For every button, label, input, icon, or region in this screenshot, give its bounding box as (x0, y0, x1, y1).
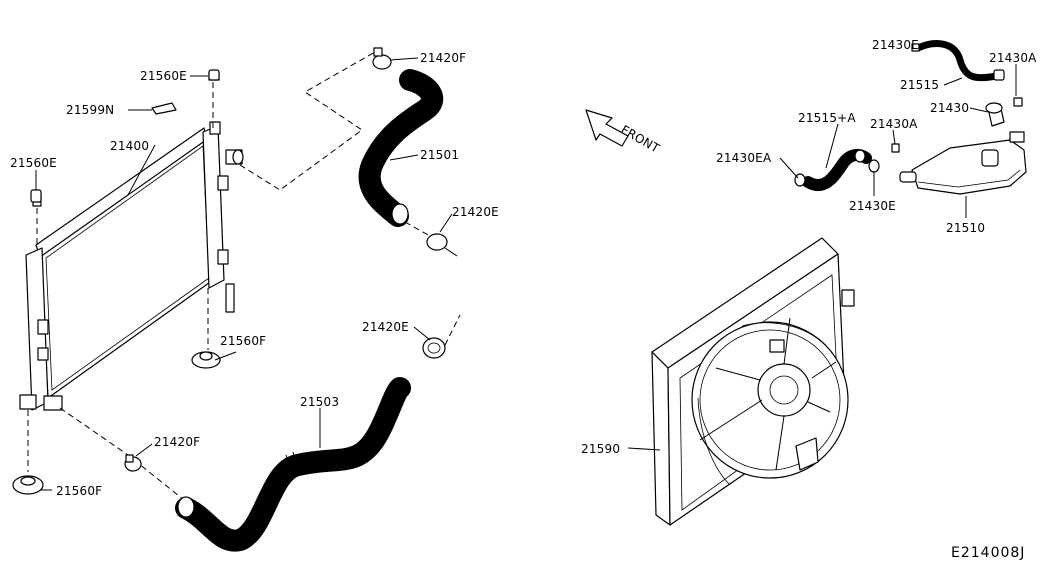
label-21515: 21515 (900, 78, 939, 92)
reservoir-hose-21515 (914, 40, 1005, 82)
reservoir-hose-21515A (802, 148, 872, 191)
clip-21430A-mid (891, 143, 900, 153)
label-21503: 21503 (300, 395, 339, 409)
clamp-21420E-lower (422, 337, 446, 359)
upper-hose-21501 (358, 69, 444, 227)
leader-lines (35, 46, 1017, 491)
fan-shroud-21590 (651, 237, 855, 526)
reservoir-cap-21430 (985, 102, 1005, 127)
label-21515A: 21515+A (798, 111, 856, 125)
clamp-21420E-upper (426, 233, 458, 257)
label-21430A-right: 21430A (989, 51, 1037, 65)
label-21400: 21400 (110, 139, 149, 153)
callout-labels: 21560E 21599N 21400 21560E 21560F 21560F… (10, 38, 1037, 561)
clip-21430A-right (1013, 97, 1023, 107)
label-21430A-mid: 21430A (870, 117, 918, 131)
seal-21599N (151, 102, 177, 115)
label-21590: 21590 (581, 442, 620, 456)
label-21560F-mid: 21560F (220, 334, 266, 348)
clamp-21420F-bottom (124, 454, 142, 472)
lower-hose-21503 (175, 377, 411, 552)
label-21430: 21430 (930, 101, 969, 115)
clamp-21430E-top (911, 43, 920, 52)
label-21599N: 21599N (66, 103, 114, 117)
label-21430EA: 21430EA (716, 151, 772, 165)
label-21420F-bottom: 21420F (154, 435, 200, 449)
label-21420E-upper: 21420E (452, 205, 499, 219)
label-21420F-top: 21420F (420, 51, 466, 65)
label-21560E-left: 21560E (10, 156, 57, 170)
clamp-21430E-mid (868, 159, 880, 173)
clamp-21420F-top (372, 47, 392, 70)
label-21420E-lower: 21420E (362, 320, 409, 334)
reservoir-tank-21510 (899, 131, 1027, 195)
label-21430E-mid: 21430E (849, 199, 896, 213)
label-21560F-bottom: 21560F (56, 484, 102, 498)
label-21560E-top: 21560E (140, 69, 187, 83)
front-arrow: FRONT (585, 109, 662, 156)
mount-rubber-21560E-top (208, 69, 220, 81)
radiator (19, 71, 244, 411)
mount-rubber-21560F-bottom (12, 475, 44, 495)
diagram-code: E214008J (951, 545, 1025, 561)
mount-rubber-21560F-mid (191, 351, 221, 369)
label-21510: 21510 (946, 221, 985, 235)
mount-rubber-21560E-left (30, 189, 42, 203)
label-21501: 21501 (420, 148, 459, 162)
label-21430E-top: 21430E (872, 38, 919, 52)
